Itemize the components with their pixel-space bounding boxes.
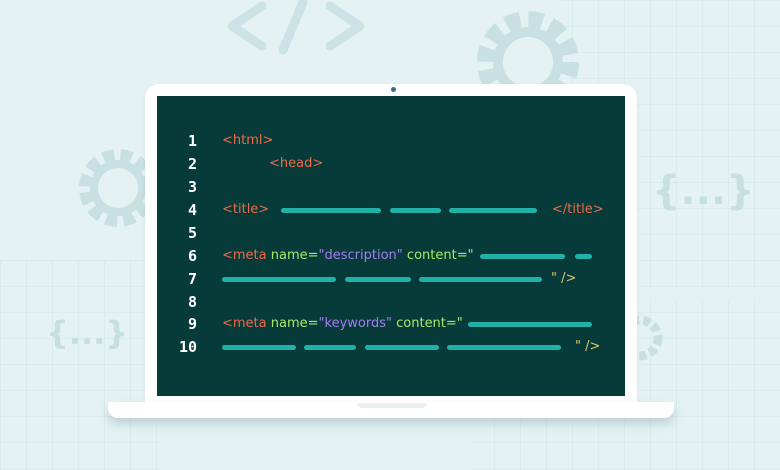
name-attribute: name= <box>270 248 319 263</box>
name-attribute: name= <box>270 316 319 331</box>
code-editor-screen: 1 <html> 2 <head> 3 4 <title> </title> 5… <box>157 96 625 396</box>
html-open-tag: <html> <box>222 133 274 148</box>
line-number: 8 <box>187 293 197 311</box>
line-number: 6 <box>187 247 197 265</box>
title-close-tag: </title> <box>552 202 604 217</box>
line-number: 4 <box>187 201 197 219</box>
content-attribute: content=" <box>406 248 474 263</box>
placeholder-bar <box>447 345 561 350</box>
placeholder-bar <box>480 254 565 259</box>
code-line-7: 7 " /> <box>157 268 625 290</box>
code-line-2: 2 <head> <box>157 153 625 175</box>
line-number: 10 <box>178 338 197 356</box>
code-line-4: 4 <title> </title> <box>157 199 625 221</box>
line-number: 5 <box>187 224 197 242</box>
code-line-10: 10 " /> <box>157 336 625 358</box>
placeholder-bar <box>390 208 441 213</box>
code-line-6: 6 <meta name="description" content=" <box>157 245 625 267</box>
placeholder-bar <box>365 345 439 350</box>
code-line-3: 3 <box>157 176 625 198</box>
laptop-base <box>108 402 674 418</box>
placeholder-bar <box>281 208 381 213</box>
meta-keywords-tag: <meta name="keywords" content=" <box>222 317 463 331</box>
gear-icon <box>79 149 157 227</box>
placeholder-bar <box>222 345 296 350</box>
placeholder-bar <box>419 277 542 282</box>
code-line-5: 5 <box>157 222 625 244</box>
placeholder-bar <box>345 277 411 282</box>
meta-close: " /> <box>575 339 601 354</box>
line-number: 9 <box>187 315 197 333</box>
laptop-base-notch <box>357 403 427 408</box>
camera-icon <box>391 87 396 92</box>
meta-tag-name: <meta <box>222 248 267 263</box>
line-number: 2 <box>187 155 197 173</box>
grid-pattern-bottom-left <box>0 260 160 470</box>
meta-description-tag: <meta name="description" content=" <box>222 249 474 263</box>
placeholder-bar <box>304 345 356 350</box>
head-open-tag: <head> <box>269 156 324 171</box>
code-line-8: 8 <box>157 291 625 313</box>
content-attribute: content=" <box>396 316 463 331</box>
meta-tag-name: <meta <box>222 316 267 331</box>
placeholder-bar <box>222 277 336 282</box>
placeholder-bar <box>468 322 592 327</box>
meta-close: " /> <box>551 271 577 286</box>
placeholder-bar <box>575 254 592 259</box>
line-number: 7 <box>187 270 197 288</box>
name-value: "description" <box>318 248 403 263</box>
name-value: "keywords" <box>318 316 392 331</box>
curly-braces-icon: {...} <box>46 314 129 352</box>
curly-braces-icon: {...} <box>652 168 755 214</box>
line-number: 3 <box>187 178 197 196</box>
code-line-1: 1 <html> <box>157 130 625 152</box>
code-brackets-icon <box>227 0 365 55</box>
code-line-9: 9 <meta name="keywords" content=" <box>157 313 625 335</box>
line-number: 1 <box>187 132 197 150</box>
placeholder-bar <box>449 208 537 213</box>
title-open-tag: <title> <box>222 202 270 217</box>
